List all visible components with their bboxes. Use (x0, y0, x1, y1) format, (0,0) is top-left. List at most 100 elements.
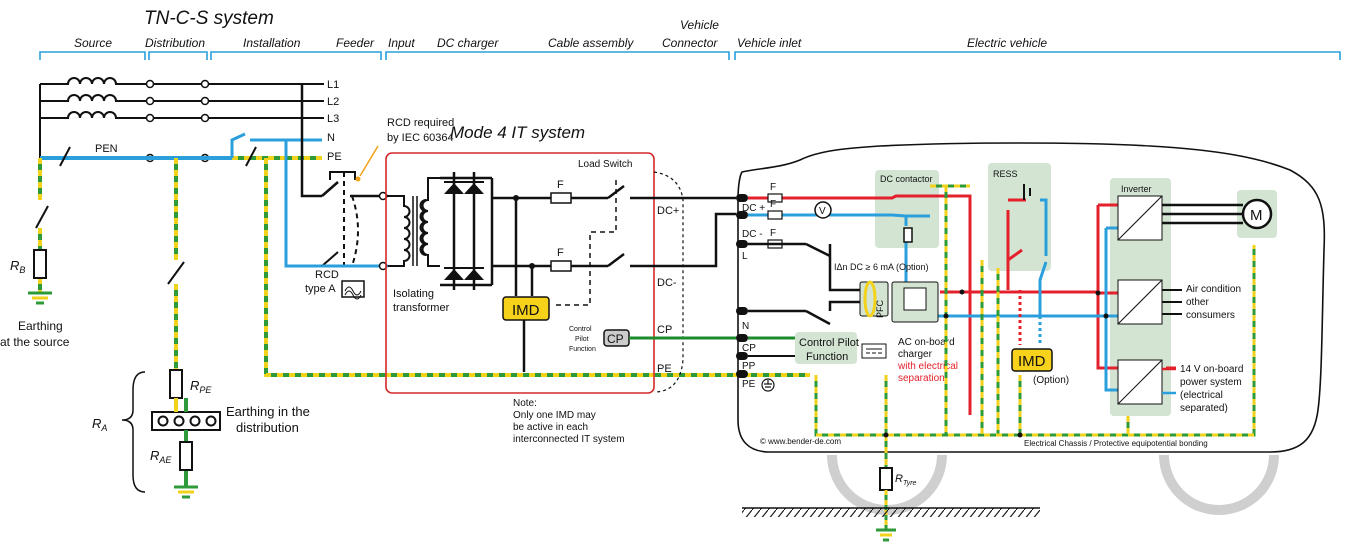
inlet-connectors (736, 194, 748, 378)
rtyre-resistor (879, 467, 893, 491)
earthing-source-line1: Earthing (18, 319, 63, 333)
control-pilot-small-line2: Pilot (575, 336, 589, 343)
imd-ev-box (1011, 348, 1053, 372)
note-line1: Note: (513, 398, 537, 409)
terminal-dots (145, 79, 210, 163)
rpe-resistor (169, 369, 183, 399)
imd-charger-label: IMD (512, 302, 540, 319)
fuse-label-dcm: F (557, 247, 564, 259)
rtyre-label: RTyre (895, 473, 917, 487)
dc-contactor-box (875, 170, 939, 248)
earth-symbol-vehicle (876, 528, 896, 542)
with-separation-line2: separation (898, 373, 945, 384)
load-switch (556, 180, 736, 306)
earthing-source-line2: at the source (0, 335, 70, 349)
imd-charger-box (502, 296, 550, 321)
ra-brace (121, 371, 146, 493)
rcd-type-a-icon (341, 280, 365, 298)
ev-fuse-label: F (770, 228, 776, 239)
rae-lead (174, 398, 188, 486)
section-electric-vehicle: Electric vehicle (967, 36, 1047, 50)
output-label-cp: CP (657, 324, 672, 336)
inlet-label-dcm: DC - (742, 229, 763, 240)
fuse-label-dcp: F (557, 179, 564, 191)
inlet-label-n: N (742, 321, 749, 332)
control-pilot-function-line2: Function (806, 351, 848, 363)
section-feeder: Feeder (336, 36, 375, 50)
contactor-coil (903, 227, 913, 243)
source-windings (39, 77, 150, 158)
control-pilot-function-box (795, 332, 857, 364)
section-bracket (39, 51, 1341, 60)
section-cable-assembly: Cable assembly (548, 36, 634, 50)
line-label-n: N (327, 132, 335, 144)
rcd-callout-dot (355, 176, 361, 182)
onboard-14v-line3: (electrical (1180, 390, 1223, 401)
dc-symbol-box (861, 343, 887, 359)
consumer-lines (1162, 289, 1182, 315)
air-condition-line1: Air condition (1186, 284, 1241, 295)
rb-resistor (33, 249, 47, 279)
line-label-pen: PEN (95, 143, 118, 155)
inverter-diagonals (1117, 195, 1163, 405)
section-source: Source (74, 36, 112, 50)
dc-symbol-icon (866, 348, 882, 354)
rcd-callout-line (359, 145, 379, 177)
n-conductor (230, 132, 322, 268)
mode4-title: Mode 4 IT system (450, 123, 585, 142)
ev-ac-lines (748, 242, 860, 326)
output-label-dcp: DC+ (657, 205, 679, 217)
rae-resistor (179, 441, 193, 471)
isolating-transformer-symbol (388, 177, 440, 267)
rectifier-bridge (440, 172, 494, 290)
phase-lines (150, 83, 324, 119)
rb-label: RB (10, 258, 25, 275)
note-line3: be active in each (513, 422, 588, 433)
pen-switch (59, 146, 257, 167)
control-pilot-small-line3: Function (569, 346, 596, 353)
cp-box-label: CP (607, 332, 624, 346)
ress-box (988, 163, 1051, 271)
imd-ev-label: IMD (1018, 353, 1046, 370)
inlet-label-dcp: DC + (742, 203, 765, 214)
earthing-distribution-line1: Earthing in the (226, 404, 310, 419)
line-label-l1: L1 (327, 79, 339, 91)
inlet-label-cp: CP (742, 343, 756, 354)
rcd-wave-icon (344, 286, 362, 300)
control-pilot-small-line1: Control (569, 326, 592, 333)
motor-label: M (1250, 207, 1263, 224)
air-condition-line2: other (1186, 297, 1209, 308)
earthing-distribution-line2: distribution (236, 420, 299, 435)
section-vehicle-inlet: Vehicle inlet (737, 36, 802, 50)
inlet-earth-icon (761, 378, 775, 392)
chassis-label: Electrical Chassis / Protective equipote… (1024, 439, 1208, 448)
rcd-required-line2: by IEC 60364 (387, 132, 454, 144)
fuse-dcm (550, 260, 572, 272)
voltmeter-label: V (819, 206, 826, 217)
with-separation-line1: with electrical (897, 361, 958, 372)
ra-label: RA (92, 416, 107, 433)
vehicle-outline (737, 142, 1326, 453)
ac-charger-transformer-icon (903, 287, 927, 311)
air-condition-line3: consumers (1186, 310, 1235, 321)
mode4-frame (385, 152, 655, 394)
line-label-pe: PE (327, 151, 342, 163)
ac-onboard-line2: charger (898, 349, 933, 360)
dc-contactor-label: DC contactor (880, 174, 933, 184)
output-label-pe: PE (657, 363, 672, 375)
voltmeter-symbol (814, 201, 832, 219)
rae-label: RAE (150, 448, 172, 465)
charger-dc-bus (492, 196, 608, 372)
cable-bundle (653, 171, 684, 393)
ress-battery (1023, 184, 1031, 200)
section-installation: Installation (243, 36, 301, 50)
line-label-l2: L2 (327, 96, 339, 108)
note-line2: Only one IMD may (513, 410, 596, 421)
ev-protective-bonding (814, 184, 1256, 468)
ev-junctions (883, 289, 1109, 438)
ress-dashed-links (1018, 290, 1042, 345)
idn-label: IΔn DC ≥ 6 mA (Option) (834, 262, 928, 272)
section-dc-charger: DC charger (437, 36, 499, 50)
onboard-14v-lines (1162, 367, 1176, 395)
